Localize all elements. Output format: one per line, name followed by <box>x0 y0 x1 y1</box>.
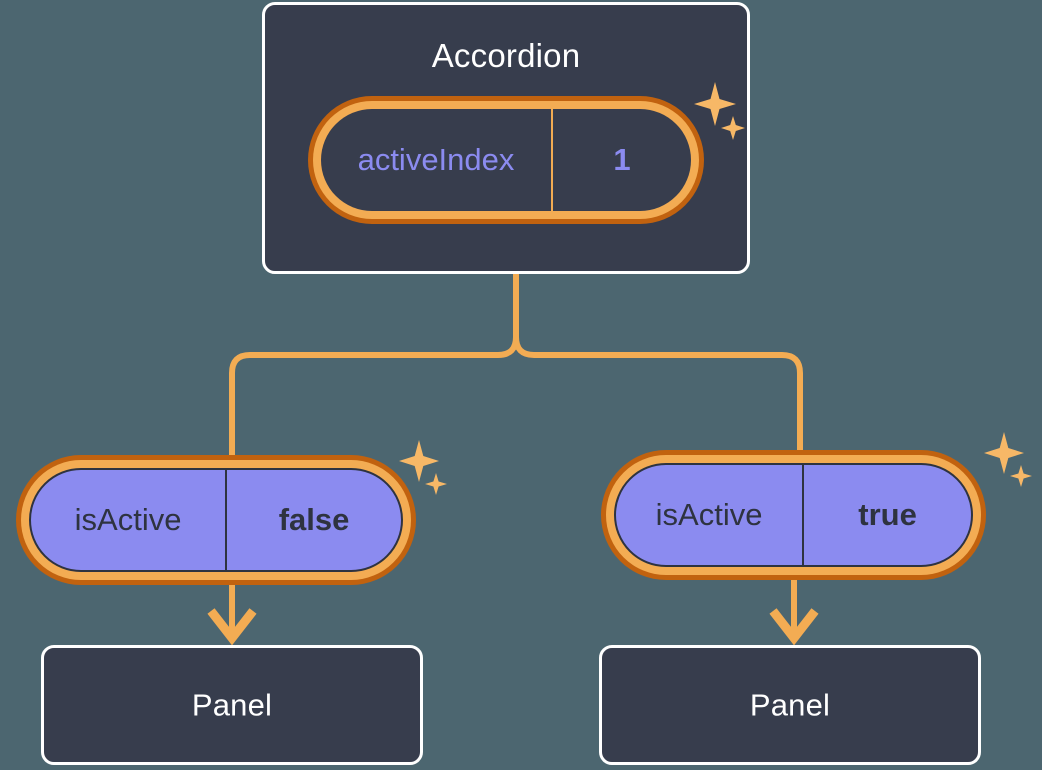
state-pill-is-active-right[interactable]: isActive true <box>601 450 986 580</box>
arrow-down-icon-left <box>207 578 257 646</box>
state-pill-key: isActive <box>31 470 228 570</box>
state-pill-body: activeIndex 1 <box>321 109 691 211</box>
panel-node-label: Panel <box>191 687 273 723</box>
panel-node-label: Panel <box>749 687 831 723</box>
panel-node-left[interactable]: Panel <box>41 645 423 765</box>
panel-node-right[interactable]: Panel <box>599 645 981 765</box>
state-pill-value: true <box>858 497 917 532</box>
state-pill-key: activeIndex <box>321 109 553 211</box>
connector-root-split-right <box>513 271 803 461</box>
state-pill-key: isActive <box>616 465 805 565</box>
sparkles-icon <box>978 432 1034 494</box>
state-pill-is-active-left[interactable]: isActive false <box>16 455 416 585</box>
state-pill-active-index[interactable]: activeIndex 1 <box>308 96 704 224</box>
state-pill-body: isActive true <box>614 463 973 567</box>
component-node-label: Accordion <box>431 37 581 74</box>
connector-root-split <box>229 271 519 465</box>
arrow-down-icon-right <box>769 574 819 646</box>
state-pill-value: 1 <box>613 142 631 177</box>
state-pill-value: false <box>278 502 350 537</box>
state-pill-body: isActive false <box>29 468 403 572</box>
